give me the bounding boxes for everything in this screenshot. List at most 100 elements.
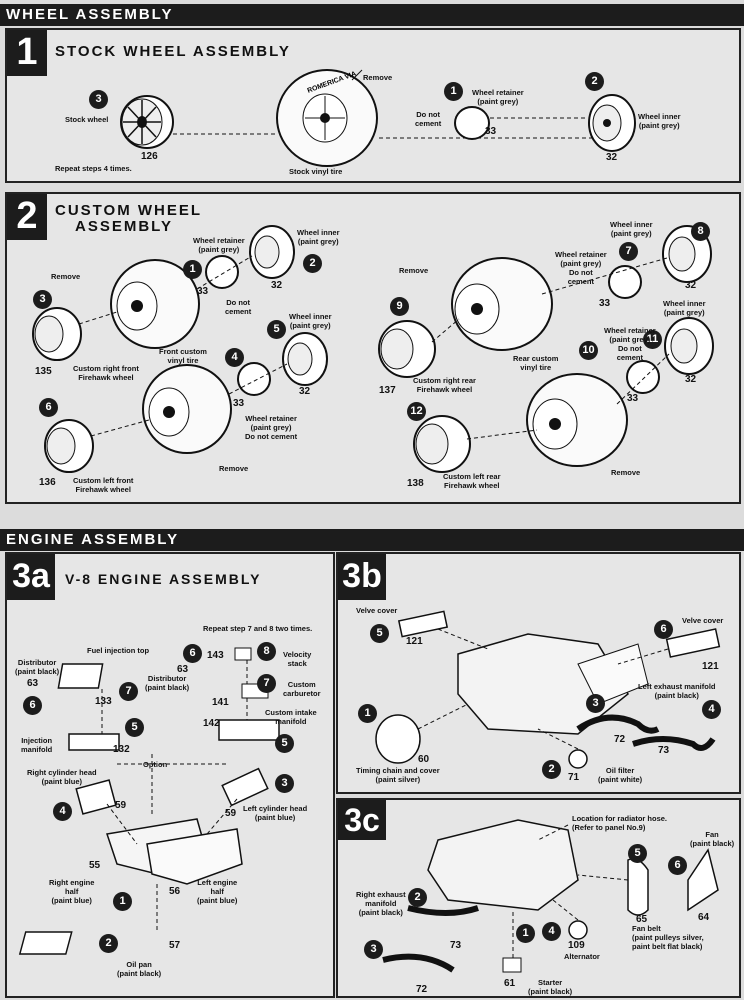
step2-front-tire-label: Front custom vinyl tire	[159, 347, 207, 365]
step2-callout-8: 8	[691, 222, 710, 241]
step3a-callout-5b: 5	[275, 734, 294, 753]
step1-callout-3: 3	[89, 90, 108, 109]
part-109: 109	[568, 940, 585, 951]
step2-inner-8-label: Wheel inner (paint grey)	[610, 220, 653, 238]
right-head-label: Right cylinder head (paint blue)	[27, 768, 97, 786]
retainer-label: Wheel retainer (paint grey)	[472, 88, 524, 106]
step3b-callout-2: 2	[542, 760, 561, 779]
distributor-a-label: Distributor (paint black)	[15, 658, 60, 676]
oil-filter-label: Oil filter (paint white)	[598, 766, 643, 784]
step3b-illustration	[375, 610, 721, 769]
step3a-callout-7b: 7	[257, 674, 276, 693]
step1-number: 1	[7, 30, 47, 76]
step1-callout-2: 2	[585, 72, 604, 91]
stock-wheel-label: Stock wheel	[65, 115, 109, 124]
step2-p135: 135	[35, 366, 52, 377]
custom-carb-label: Custom carburetor	[283, 680, 321, 698]
step2-retainer-10-label: Wheel retainer (paint grey) Do not cemen…	[604, 326, 656, 362]
part-33: 33	[485, 126, 497, 137]
step3c-number: 3c	[338, 800, 386, 840]
alternator-label: Alternator	[564, 952, 600, 961]
part-73: 73	[658, 745, 670, 756]
left-exhaust-label: Left exhaust manifold (paint black)	[638, 682, 716, 700]
velocity-stack-label: Velocity stack	[283, 650, 312, 668]
step3c-callout-4: 4	[542, 922, 561, 941]
distributor-b-label: Distributor (paint black)	[145, 674, 190, 692]
step2-number: 2	[7, 194, 47, 240]
step2-inner-11-label: Wheel inner (paint grey)	[663, 299, 706, 317]
repeat-steps-label: Repeat steps 4 times.	[55, 164, 132, 173]
fan-belt-label: Fan belt (paint pulleys silver, paint be…	[632, 924, 704, 951]
radiator-hose-label: Location for radiator hose. (Refer to pa…	[572, 814, 668, 832]
oil-pan-label: Oil pan (paint black)	[117, 960, 162, 978]
stock-tire-label: Stock vinyl tire	[289, 167, 343, 176]
step2-left-rear-label: Custom left rear Firehawk wheel	[443, 472, 501, 490]
velve-cover-a-label: Velve cover	[356, 606, 398, 615]
part-65: 65	[636, 914, 648, 925]
step2-p136: 136	[39, 477, 56, 488]
section-bar-wheel: WHEEL ASSEMBLY	[0, 4, 744, 26]
step2-title-line2: ASSEMBLY	[75, 218, 173, 235]
left-half-label: Left engine half (paint blue)	[197, 878, 238, 905]
step3a-number: 3a	[7, 554, 55, 600]
step2-callout-9: 9	[390, 297, 409, 316]
left-head-label: Left cylinder head (paint blue)	[243, 804, 308, 822]
step3c-callout-3: 3	[364, 940, 383, 959]
step3c-callout-1: 1	[516, 924, 535, 943]
step3c-callout-2: 2	[408, 888, 427, 907]
step2-callout-3: 3	[33, 290, 52, 309]
do-not-cement-label: Do not cement	[415, 110, 442, 128]
part-133: 133	[95, 696, 112, 707]
part-73-3c: 73	[450, 940, 462, 951]
step2-callout-6: 6	[39, 398, 58, 417]
step2-p33b: 33	[233, 398, 245, 409]
step3c-callout-5: 5	[628, 844, 647, 863]
step2-p137: 137	[379, 385, 396, 396]
part-64: 64	[698, 912, 710, 923]
wheel-inner-32-drawing	[588, 94, 636, 152]
step2-right-front-label: Custom right front Firehawk wheel	[73, 364, 139, 382]
step2-do-not-cement-a: Do not cement	[225, 298, 252, 316]
part-126: 126	[141, 151, 158, 162]
step2-inner-5-label: Wheel inner (paint grey)	[289, 312, 332, 330]
step1-remove-label: Remove	[363, 73, 393, 82]
custom-intake-label: Custom intake manifold	[265, 708, 317, 726]
step3a-repeat-label: Repeat step 7 and 8 two times.	[203, 624, 313, 633]
step3b-callout-4: 4	[702, 700, 721, 719]
step3a-callout-4: 4	[53, 802, 72, 821]
step3b-callout-3: 3	[586, 694, 605, 713]
step3b-callout-5: 5	[370, 624, 389, 643]
part-132: 132	[113, 744, 130, 755]
step2-remove-a: Remove	[51, 272, 81, 281]
part-63b: 63	[177, 664, 189, 675]
step3a-callout-5a: 5	[125, 718, 144, 737]
step3a-callout-8: 8	[257, 642, 276, 661]
step3b-callout-1: 1	[358, 704, 377, 723]
step3a-panel: 3a V-8 ENGINE ASSEMBLY Repeat step 7 and…	[5, 552, 335, 998]
step2-callout-7: 7	[619, 242, 638, 261]
step2-remove-c: Remove	[399, 266, 429, 275]
step2-p33c: 33	[599, 298, 611, 309]
step2-remove-d: Remove	[611, 468, 641, 477]
part-121b: 121	[702, 661, 719, 672]
part-61: 61	[504, 978, 516, 989]
step3b-callout-6: 6	[654, 620, 673, 639]
step3a-callout-3: 3	[275, 774, 294, 793]
step2-retainer-7-label: Wheel retainer (paint grey) Do not cemen…	[555, 250, 607, 286]
step2-p33a: 33	[197, 286, 209, 297]
part-55: 55	[89, 860, 101, 871]
step3c-panel: 3c Location for radiator hose. (Refer to…	[336, 798, 741, 998]
step3c-callout-6: 6	[668, 856, 687, 875]
right-half-label: Right engine half (paint blue)	[49, 878, 95, 905]
step2-callout-2: 2	[303, 254, 322, 273]
step2-inner-2-label: Wheel inner (paint grey)	[297, 228, 340, 246]
section-bar-engine: ENGINE ASSEMBLY	[0, 529, 744, 551]
step2-p138: 138	[407, 478, 424, 489]
part-63a: 63	[27, 678, 39, 689]
step3a-callout-7a: 7	[119, 682, 138, 701]
step2-remove-b: Remove	[219, 464, 249, 473]
part-59b: 59	[225, 808, 237, 819]
part-59a: 59	[115, 800, 127, 811]
step3a-title: V-8 ENGINE ASSEMBLY	[65, 571, 262, 587]
fan-label: Fan (paint black)	[690, 830, 735, 848]
